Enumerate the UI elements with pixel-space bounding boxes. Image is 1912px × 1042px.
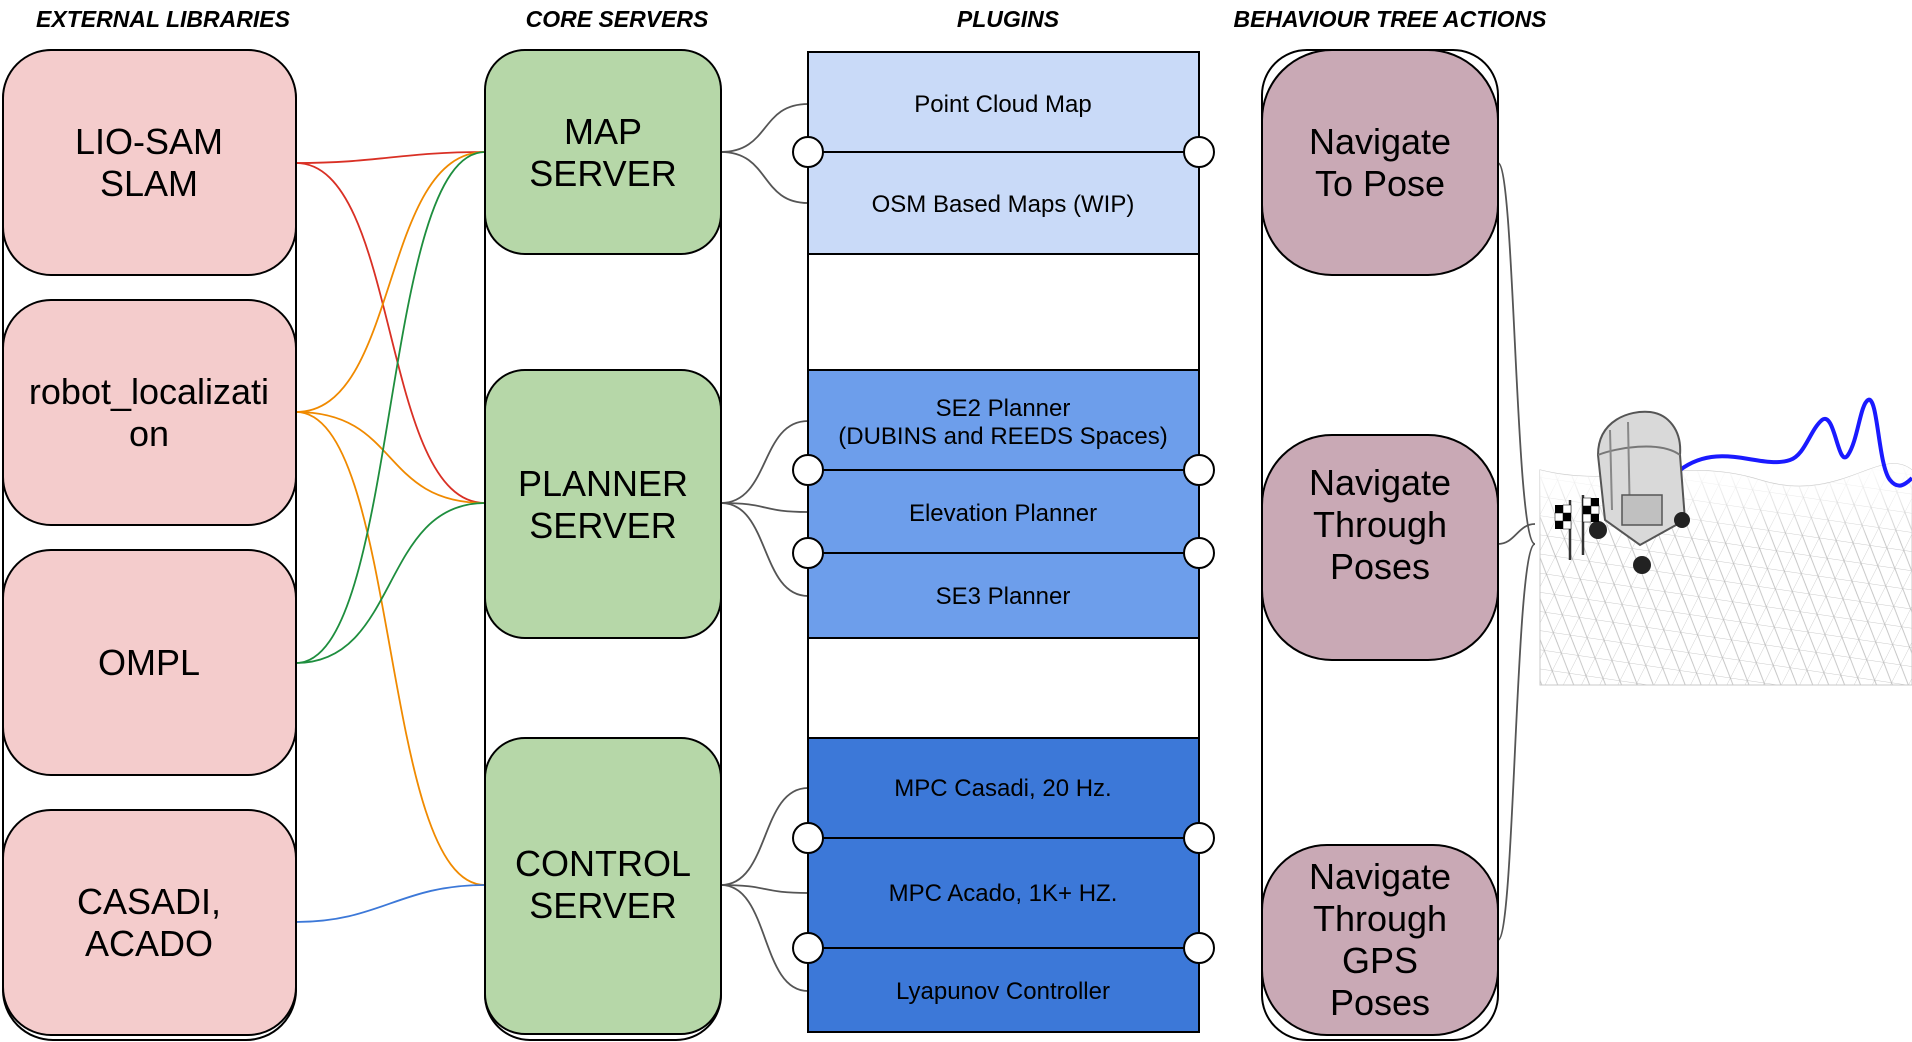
header-plugins: PLUGINS xyxy=(957,6,1060,32)
library-ompl-label: OMPL xyxy=(98,642,200,683)
wire-poses-robot xyxy=(1497,523,1536,545)
action-navigate-through-poses-line1: Navigate xyxy=(1309,462,1451,503)
wire-gps-robot xyxy=(1497,543,1536,941)
plugin-mpc-casadi: MPC Casadi, 20 Hz. xyxy=(894,775,1111,802)
server-map: MAP SERVER xyxy=(484,49,722,255)
trajectory-curve xyxy=(1678,398,1912,488)
wire-pose-robot xyxy=(1497,162,1536,545)
header-core-servers: CORE SERVERS xyxy=(526,6,709,32)
server-planner-line1: PLANNER xyxy=(518,463,688,504)
action-robot-connections xyxy=(1497,162,1536,941)
library-robot-localization: robot_localizati on xyxy=(2,299,297,526)
server-plugin-connections xyxy=(720,103,809,992)
wire-control-lyapunov xyxy=(720,884,809,992)
checkered-flag-icon xyxy=(1554,495,1600,560)
action-navigate-to-pose-line1: Navigate xyxy=(1309,121,1451,162)
server-control-line2: SERVER xyxy=(529,885,676,926)
plugin-group-control: MPC Casadi, 20 Hz. MPC Acado, 1K+ HZ. Ly… xyxy=(792,737,1215,1033)
server-planner: PLANNER SERVER xyxy=(484,369,722,639)
plugin-mpc-acado: MPC Acado, 1K+ HZ. xyxy=(889,880,1118,907)
server-control-line1: CONTROL xyxy=(515,843,691,884)
action-navigate-to-pose-line2: To Pose xyxy=(1315,163,1445,204)
action-navigate-through-gps-poses: Navigate Through GPS Poses xyxy=(1261,844,1499,1036)
action-navigate-to-pose: Navigate To Pose xyxy=(1261,49,1499,276)
library-casadi-line2: ACADO xyxy=(85,923,213,964)
plugin-group-planner: SE2 Planner (DUBINS and REEDS Spaces) El… xyxy=(792,369,1215,639)
action-navigate-through-poses: Navigate Through Poses xyxy=(1261,434,1499,661)
server-planner-line2: SERVER xyxy=(529,505,676,546)
library-server-connections xyxy=(295,151,486,923)
library-casadi-line1: CASADI, xyxy=(77,881,221,922)
action-navigate-through-poses-line2: Through xyxy=(1313,504,1447,545)
action-navigate-gps-line4: Poses xyxy=(1330,982,1430,1023)
wire-robotloc-map xyxy=(295,151,486,413)
wire-planner-se3 xyxy=(720,502,809,597)
wire-ompl-map xyxy=(295,151,486,664)
library-liosam-line2: SLAM xyxy=(100,163,198,204)
plugin-se2-planner-line2: (DUBINS and REEDS Spaces) xyxy=(838,423,1167,450)
server-map-line1: MAP xyxy=(564,111,642,152)
robot-icon xyxy=(1589,410,1690,574)
wire-map-pointcloud xyxy=(720,103,809,153)
action-navigate-through-poses-line3: Poses xyxy=(1330,546,1430,587)
wire-robotloc-control xyxy=(295,411,486,886)
wire-casadi-control xyxy=(295,884,486,923)
plugin-elevation-planner: Elevation Planner xyxy=(909,500,1097,527)
action-navigate-gps-line2: Through xyxy=(1313,898,1447,939)
library-liosam: LIO-SAM SLAM xyxy=(2,49,297,276)
library-casadi-acado: CASADI, ACADO xyxy=(2,809,297,1036)
wire-liosam-map xyxy=(295,151,486,164)
library-robot-localization-line2: on xyxy=(129,413,169,454)
plugin-se3-planner: SE3 Planner xyxy=(936,583,1071,610)
wire-ompl-planner xyxy=(295,502,486,664)
plugin-osm-maps: OSM Based Maps (WIP) xyxy=(872,191,1135,218)
library-ompl: OMPL xyxy=(2,549,297,776)
wire-control-acado xyxy=(720,884,809,894)
action-navigate-gps-line3: GPS xyxy=(1342,940,1418,981)
wire-planner-se2 xyxy=(720,420,809,504)
wire-robotloc-planner xyxy=(295,411,486,504)
plugin-lyapunov-controller: Lyapunov Controller xyxy=(896,978,1110,1005)
library-liosam-line1: LIO-SAM xyxy=(75,121,223,162)
wire-control-casadi xyxy=(720,787,809,886)
wire-planner-elevation xyxy=(720,502,809,513)
header-external-libraries: EXTERNAL LIBRARIES xyxy=(36,6,291,32)
plugin-se2-planner-line1: SE2 Planner xyxy=(936,395,1071,422)
wire-liosam-planner xyxy=(295,162,486,504)
plugin-group-map: Point Cloud Map OSM Based Maps (WIP) xyxy=(792,51,1215,255)
server-control: CONTROL SERVER xyxy=(484,737,722,1035)
header-behaviour-tree-actions: BEHAVIOUR TREE ACTIONS xyxy=(1233,6,1547,32)
server-map-line2: SERVER xyxy=(529,153,676,194)
library-robot-localization-line1: robot_localizati xyxy=(29,371,269,412)
terrain-fade xyxy=(1540,463,1912,685)
plugin-point-cloud-map: Point Cloud Map xyxy=(914,91,1091,118)
wire-map-osm xyxy=(720,151,809,204)
robot-terrain-illustration xyxy=(1539,398,1912,686)
action-navigate-gps-line1: Navigate xyxy=(1309,856,1451,897)
